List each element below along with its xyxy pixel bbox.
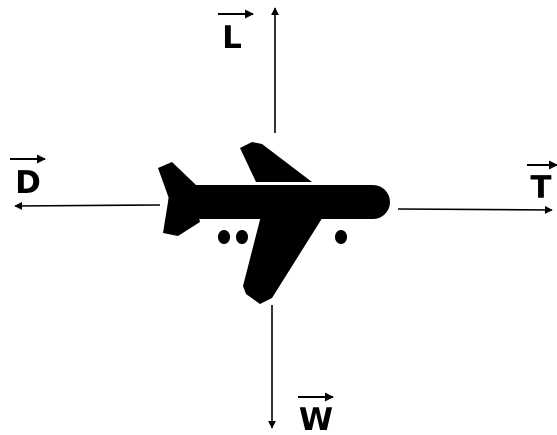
- drag-label: D: [10, 154, 46, 201]
- drag-symbol: D: [15, 165, 41, 201]
- drag-arrow: [14, 201, 161, 210]
- thrust-arrow: [397, 205, 553, 214]
- thrust-label: T: [527, 160, 557, 206]
- weight-symbol: W: [299, 402, 333, 435]
- airplane-icon: [158, 142, 390, 304]
- lift-label: L: [218, 9, 254, 56]
- lift-symbol: L: [222, 20, 242, 56]
- thrust-symbol: T: [530, 170, 551, 206]
- weight-label: W: [298, 392, 334, 435]
